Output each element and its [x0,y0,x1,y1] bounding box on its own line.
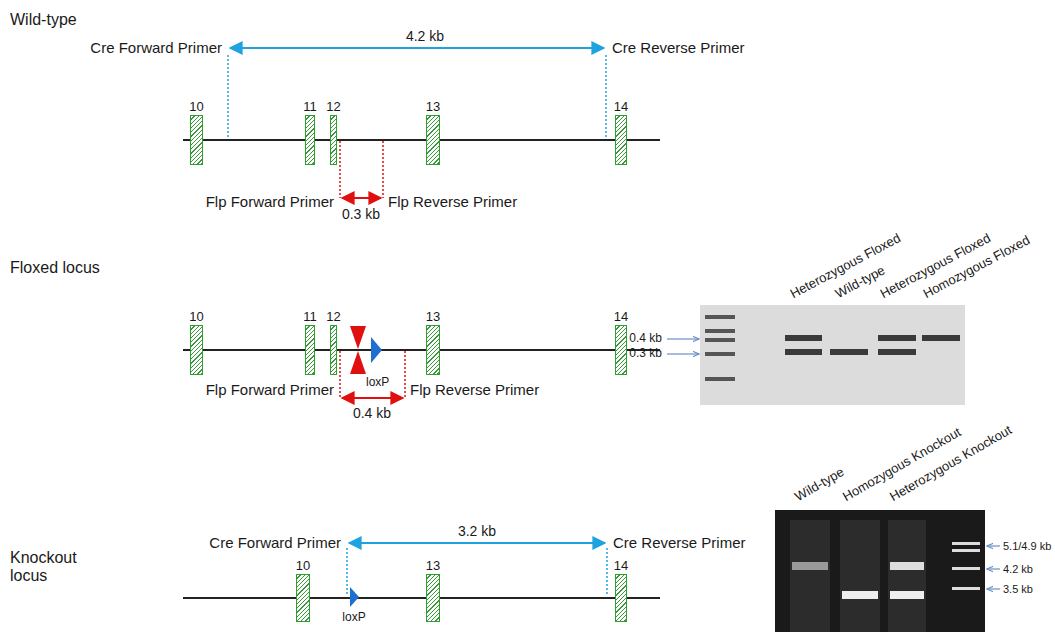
primer-name: Cre Forward Primer [90,39,222,56]
gel-band [922,335,960,341]
exon-number: 13 [426,309,440,324]
marker-size: 5.1/4.9 kb [1003,540,1051,553]
gel-band [705,352,735,356]
primer-name: Flp Forward Primer [206,193,334,210]
primer-name: Cre Reverse Primer [612,39,745,56]
marker-size: 4.2 kb [1003,563,1033,576]
gel-band [878,335,916,341]
gel-band [705,315,735,319]
gel-band [890,591,924,599]
gel-band [705,329,735,333]
primer-guide [605,55,607,138]
primer-guide [227,55,229,138]
primer-name: Flp Reverse Primer [410,381,539,398]
loxp-triangle [350,587,359,607]
primer-guide [339,351,341,398]
exon-number: 11 [303,309,317,324]
primer-guide [346,548,348,596]
gel-band [890,562,924,570]
exon-number: 12 [326,99,340,114]
amplicon-size: 4.2 kb [406,28,444,44]
gel-band [952,549,980,552]
exon-box: 11 [305,325,315,375]
amplicon-arrow [342,397,403,399]
site-name: loxP [342,611,365,625]
section-title: Knockout locus [10,549,92,586]
exon-box: 12 [330,325,337,375]
gel-band [842,591,878,599]
gel-band [952,587,980,590]
primer-name: Flp Reverse Primer [388,193,517,210]
primer-guide [404,351,406,398]
marker-pointer [987,588,1000,589]
marker-size: 0.4 kb [629,332,662,346]
exon-number: 14 [614,558,628,573]
amplicon-arrow [349,542,605,544]
chromosome-line [183,139,660,141]
gel-lane [840,520,880,632]
amplicon-arrow [230,47,604,49]
exon-box: 14 [615,574,627,622]
marker-size: 3.5 kb [1003,583,1033,596]
primer-guide [382,141,384,198]
exon-box: 14 [615,325,627,375]
gel-band [952,567,980,570]
exon-box: 10 [190,115,203,165]
gel-band [705,377,735,381]
amplicon-size: 3.2 kb [458,523,496,539]
gel-band [705,338,735,342]
exon-number: 13 [426,558,440,573]
amplicon-size: 0.4 kb [353,405,391,421]
chromosome-line [183,349,660,351]
exon-number: 10 [189,99,203,114]
marker-pointer [667,338,699,339]
exon-box: 13 [426,115,440,165]
marker-size: 0.3 kb [629,347,662,361]
primer-name: Flp Forward Primer [206,381,334,398]
gel-band [952,542,980,545]
exon-number: 11 [303,99,317,114]
primer-guide [606,548,608,596]
frt-triangle [350,351,366,374]
site-name: loxP [366,376,389,390]
exon-number: 14 [614,309,628,324]
exon-number: 12 [326,309,340,324]
exon-box: 12 [330,115,337,165]
marker-pointer [667,353,699,354]
gel-image [775,510,985,632]
gel-band [878,349,916,355]
chromosome-line [183,597,660,599]
amplicon-arrow [342,197,381,199]
exon-box: 13 [426,325,440,375]
exon-box: 10 [190,325,203,375]
exon-box: 13 [426,574,440,622]
section-title: Floxed locus [10,259,100,277]
gel-band [785,335,822,341]
gel-lane [888,520,926,632]
gel-band [785,349,822,355]
marker-pointer [987,568,1000,569]
exon-box: 10 [296,574,310,622]
gel-lane [790,520,830,632]
exon-number: 13 [426,99,440,114]
gel-image [700,305,965,405]
primer-name: Cre Forward Primer [209,534,341,551]
exon-number: 10 [189,309,203,324]
exon-number: 14 [614,99,628,114]
loxp-triangle [371,337,382,363]
exon-box: 14 [615,115,627,165]
marker-pointer [987,545,1000,546]
section-title: Wild-type [10,11,77,29]
exon-number: 10 [296,558,310,573]
primer-name: Cre Reverse Primer [613,534,746,551]
frt-triangle [350,326,366,349]
lane-label: Wild-type [793,465,847,505]
exon-box: 11 [305,115,315,165]
gel-band [792,562,828,570]
amplicon-size: 0.3 kb [342,206,380,222]
primer-guide [339,141,341,198]
gel-band [830,349,868,355]
